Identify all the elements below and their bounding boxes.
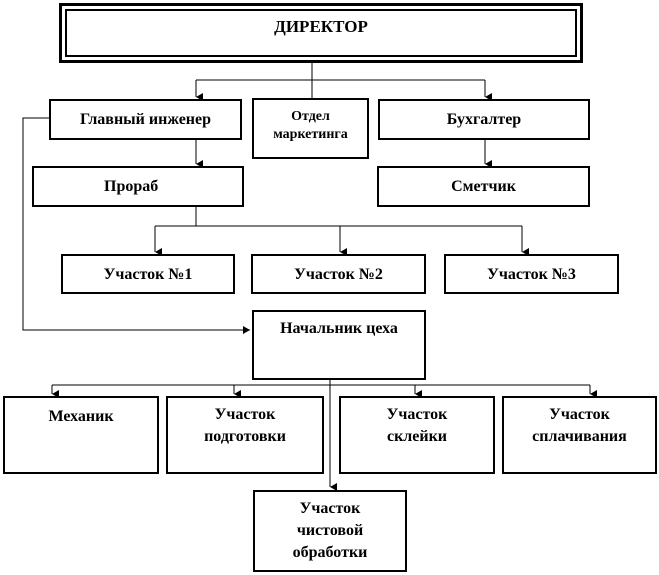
accountant-box: Бухгалтер xyxy=(378,99,590,140)
mechanic-label: Механик xyxy=(48,408,114,425)
director-box: ДИРЕКТОР xyxy=(59,3,583,63)
splice-site-label-line-1: Участок xyxy=(549,406,610,423)
prep-site-label-line-1: Участок xyxy=(214,406,276,423)
accountant-label: Бухгалтер xyxy=(446,111,522,128)
chief-engineer-box: Главный инженер xyxy=(49,99,242,140)
finish-site-label-line-2: чистовой xyxy=(296,522,364,539)
estimator-label: Сметчик xyxy=(451,178,516,195)
finish-site-label-line-1: Участок xyxy=(299,500,361,517)
site-2-box: Участок №2 xyxy=(251,254,426,294)
director-label: ДИРЕКТОР xyxy=(274,17,368,36)
glue-site-label-line-2: склейки xyxy=(386,428,448,445)
marketing-box: Отдел маркетинга xyxy=(252,98,369,159)
arrow-to-shop-head xyxy=(22,117,250,334)
splice-site-box: Участок сплачивания xyxy=(502,396,657,474)
site-1-label: Участок №1 xyxy=(103,266,193,283)
mechanic-box: Механик xyxy=(3,396,159,474)
shop-head-label: Начальник цеха xyxy=(280,320,398,337)
site-3-box: Участок №3 xyxy=(444,254,619,294)
finish-site-box: Участок чистовой обработки xyxy=(253,490,407,572)
glue-site-box: Участок склейки xyxy=(339,396,495,474)
finish-site-label-line-3: обработки xyxy=(292,544,368,561)
foreman-box: Прораб xyxy=(32,166,244,207)
prep-site-box: Участок подготовки xyxy=(166,396,324,474)
shop-head-box: Начальник цеха xyxy=(252,310,426,380)
marketing-label-line-2: маркетинга xyxy=(273,127,348,142)
foreman-label: Прораб xyxy=(104,178,159,195)
site-3-label: Участок №3 xyxy=(487,266,576,283)
chief-engineer-label: Главный инженер xyxy=(79,111,212,128)
splice-site-label-line-2: сплачивания xyxy=(532,428,627,445)
site-2-label: Участок №2 xyxy=(294,266,383,283)
estimator-box: Сметчик xyxy=(377,166,590,207)
marketing-label-line-1: Отдел xyxy=(291,109,330,124)
prep-site-label-line-2: подготовки xyxy=(204,428,286,445)
glue-site-label-line-1: Участок xyxy=(386,406,448,423)
site-1-box: Участок №1 xyxy=(61,254,235,294)
